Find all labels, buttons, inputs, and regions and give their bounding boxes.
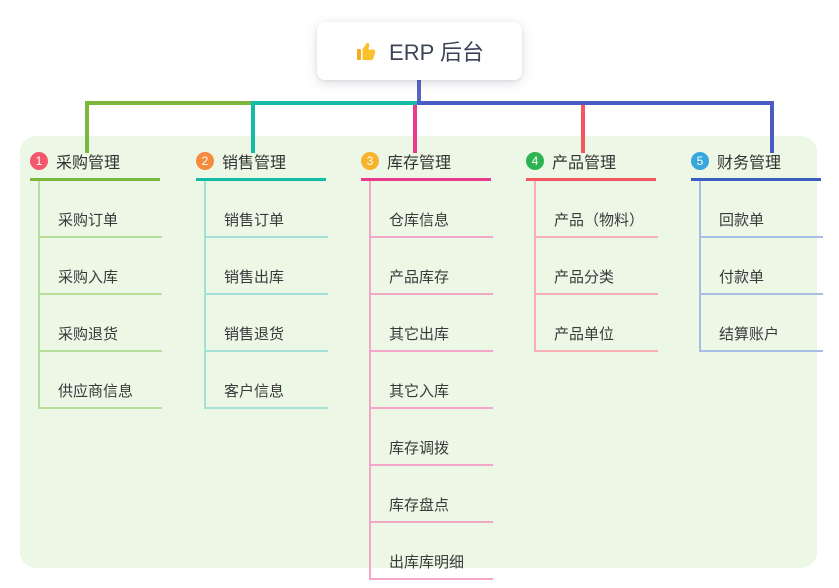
root-node[interactable]: ERP 后台 (317, 22, 522, 80)
node-product-stock[interactable]: 产品库存 (371, 238, 493, 295)
branch-inventory: 3 库存管理 仓库信息 产品库存 其它出库 其它入库 库存调拨 库存盘点 出库库… (361, 148, 511, 580)
branch-finance-items: 回款单 付款单 结算账户 (699, 181, 823, 352)
connector-horizontal-green (85, 101, 255, 105)
connector-horizontal-teal (251, 101, 419, 105)
branches-panel (20, 136, 817, 568)
branch-finance-label: 财务管理 (717, 155, 782, 172)
branch-finance-underline (691, 178, 821, 181)
connector-horizontal-blue (417, 101, 774, 105)
node-purchase-return[interactable]: 采购退货 (40, 295, 162, 352)
badge-2: 2 (196, 152, 214, 170)
branch-purchase-underline (30, 178, 160, 181)
branch-finance: 5 财务管理 回款单 付款单 结算账户 (691, 148, 839, 352)
connector-drop-finance (770, 101, 774, 153)
node-purchase-inbound[interactable]: 采购入库 (40, 238, 162, 295)
node-receipt-bill[interactable]: 回款单 (701, 181, 823, 238)
branch-product: 4 产品管理 产品（物料） 产品分类 产品单位 (526, 148, 676, 352)
branch-purchase: 1 采购管理 采购订单 采购入库 采购退货 供应商信息 (30, 148, 180, 409)
node-other-inbound[interactable]: 其它入库 (371, 352, 493, 409)
node-other-outbound[interactable]: 其它出库 (371, 295, 493, 352)
badge-1: 1 (30, 152, 48, 170)
node-supplier-info[interactable]: 供应商信息 (40, 352, 162, 409)
branch-product-label: 产品管理 (552, 155, 617, 172)
branch-inventory-label: 库存管理 (387, 155, 452, 172)
node-purchase-order[interactable]: 采购订单 (40, 181, 162, 238)
node-outbound-detail[interactable]: 出库库明细 (371, 523, 493, 580)
connector-drop-inventory (413, 105, 417, 153)
badge-3: 3 (361, 152, 379, 170)
node-sales-outbound[interactable]: 销售出库 (206, 238, 328, 295)
node-customer-info[interactable]: 客户信息 (206, 352, 328, 409)
node-product-material[interactable]: 产品（物料） (536, 181, 658, 238)
node-stock-transfer[interactable]: 库存调拨 (371, 409, 493, 466)
connector-drop-purchase (85, 101, 89, 153)
branch-inventory-header[interactable]: 3 库存管理 (361, 148, 491, 177)
branch-sales-items: 销售订单 销售出库 销售退货 客户信息 (204, 181, 328, 409)
connector-drop-product (581, 105, 585, 153)
branch-sales-label: 销售管理 (222, 155, 287, 172)
connector-trunk (417, 80, 421, 103)
branch-product-underline (526, 178, 656, 181)
node-sales-return[interactable]: 销售退货 (206, 295, 328, 352)
branch-sales: 2 销售管理 销售订单 销售出库 销售退货 客户信息 (196, 148, 346, 409)
branch-inventory-underline (361, 178, 491, 181)
branch-sales-underline (196, 178, 326, 181)
branch-purchase-header[interactable]: 1 采购管理 (30, 148, 160, 177)
node-product-category[interactable]: 产品分类 (536, 238, 658, 295)
branch-purchase-label: 采购管理 (56, 155, 121, 172)
thumbs-up-icon (355, 39, 379, 63)
branch-purchase-items: 采购订单 采购入库 采购退货 供应商信息 (38, 181, 162, 409)
node-warehouse-info[interactable]: 仓库信息 (371, 181, 493, 238)
branch-product-header[interactable]: 4 产品管理 (526, 148, 656, 177)
badge-4: 4 (526, 152, 544, 170)
badge-5: 5 (691, 152, 709, 170)
branch-sales-header[interactable]: 2 销售管理 (196, 148, 326, 177)
root-label: ERP 后台 (389, 40, 484, 65)
branch-product-items: 产品（物料） 产品分类 产品单位 (534, 181, 658, 352)
node-product-unit[interactable]: 产品单位 (536, 295, 658, 352)
node-sales-order[interactable]: 销售订单 (206, 181, 328, 238)
branch-finance-header[interactable]: 5 财务管理 (691, 148, 821, 177)
node-payment-bill[interactable]: 付款单 (701, 238, 823, 295)
branch-inventory-items: 仓库信息 产品库存 其它出库 其它入库 库存调拨 库存盘点 出库库明细 (369, 181, 493, 580)
node-settlement-account[interactable]: 结算账户 (701, 295, 823, 352)
node-stock-count[interactable]: 库存盘点 (371, 466, 493, 523)
connector-drop-sales (251, 101, 255, 153)
